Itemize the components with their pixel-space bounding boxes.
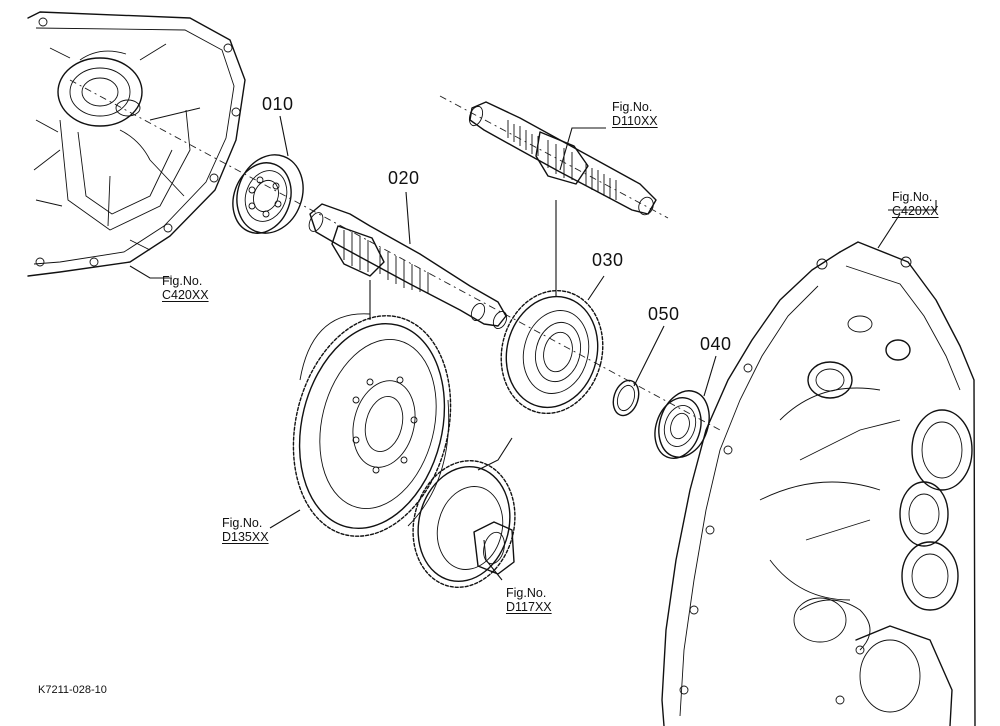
fig-ref-code: D117XX (506, 600, 552, 614)
part-number-010[interactable]: 010 (262, 94, 294, 114)
fig-ref-d135xx[interactable]: Fig.No. D135XX (222, 516, 269, 544)
fig-ref-label: Fig.No. (162, 274, 203, 288)
gear-d117xx-illustration (412, 460, 516, 588)
left-housing-illustration (27, 11, 246, 277)
right-housing-illustration (661, 241, 976, 726)
fig-ref-label: Fig.No. (222, 516, 263, 530)
fig-ref-code: C420XX (892, 204, 939, 218)
leader-lines (129, 115, 937, 581)
drawing-code: K7211-028-10 (38, 684, 107, 696)
main-axis-line (69, 79, 721, 431)
snap-ring-050-illustration (612, 379, 640, 417)
gear-030-illustration (500, 289, 604, 415)
fig-ref-code: D110XX (612, 114, 658, 128)
fig-ref-c420xx-left[interactable]: Fig.No. C420XX (162, 274, 209, 302)
fig-ref-code: C420XX (162, 288, 209, 302)
fig-ref-c420xx-right[interactable]: Fig.No. C420XX (892, 190, 939, 218)
gear-d135xx-illustration (292, 313, 452, 537)
bearing-040-illustration (654, 390, 710, 459)
shaft-d110xx-illustration (439, 95, 669, 219)
fig-ref-code: D135XX (222, 530, 269, 544)
fig-ref-d110xx[interactable]: Fig.No. D110XX (612, 100, 658, 128)
part-number-050[interactable]: 050 (648, 304, 680, 324)
shaft-020-illustration (308, 203, 508, 329)
part-number-040[interactable]: 040 (700, 334, 732, 354)
fig-ref-label: Fig.No. (892, 190, 933, 204)
bearing-010-illustration (232, 154, 304, 234)
part-number-030[interactable]: 030 (592, 250, 624, 270)
fig-ref-label: Fig.No. (506, 586, 547, 600)
part-number-020[interactable]: 020 (388, 168, 420, 188)
fig-ref-d117xx[interactable]: Fig.No. D117XX (506, 586, 552, 614)
fig-ref-label: Fig.No. (612, 100, 653, 114)
